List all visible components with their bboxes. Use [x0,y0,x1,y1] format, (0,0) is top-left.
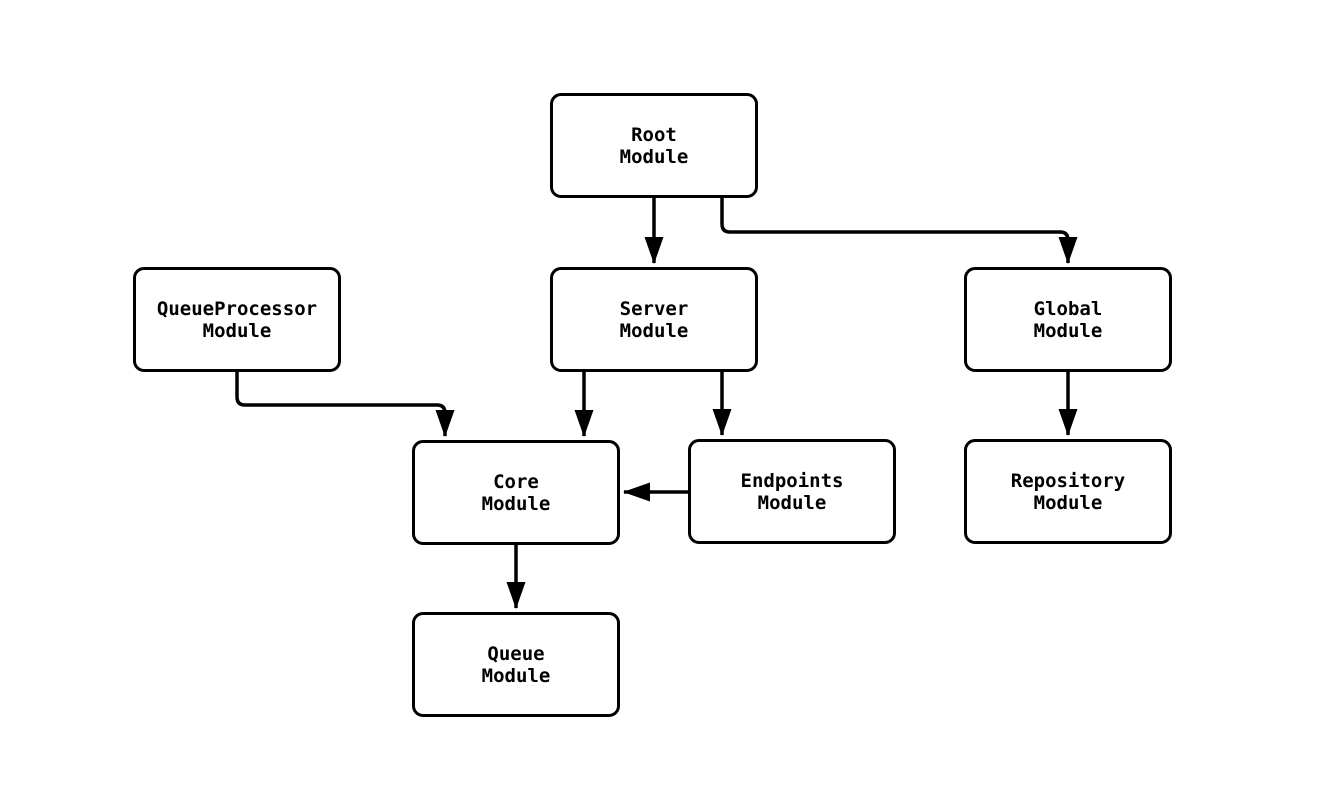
node-root-module-label-line1: Root [631,123,677,146]
node-core-module-label-line1: Core [493,470,539,493]
node-endpoints-module: Endpoints Module [688,439,896,544]
node-core-module: Core Module [412,440,620,545]
node-endpoints-module-label-line1: Endpoints [740,469,844,492]
node-core-module-label-line2: Module [481,492,551,515]
node-repository-module-label-line1: Repository [1010,469,1126,492]
node-root-module: Root Module [550,93,758,198]
node-queueprocessor-module: QueueProcessor Module [133,267,341,372]
node-repository-module-label-line2: Module [1033,491,1103,514]
node-queue-module: Queue Module [412,612,620,717]
node-global-module: Global Module [964,267,1172,372]
node-server-module: Server Module [550,267,758,372]
node-queue-module-label-line1: Queue [487,642,545,665]
edge-root-to-global [720,198,1078,264]
node-global-module-label-line1: Global [1033,297,1103,320]
node-queue-module-label-line2: Module [481,664,551,687]
edge-queueprocessor-to-core [235,372,455,437]
node-repository-module: Repository Module [964,439,1172,544]
node-global-module-label-line2: Module [1033,319,1103,342]
node-queueprocessor-module-label-line2: Module [202,319,272,342]
node-root-module-label-line2: Module [619,145,689,168]
node-queueprocessor-module-label-line1: QueueProcessor [156,297,318,320]
node-endpoints-module-label-line2: Module [757,491,827,514]
node-server-module-label-line2: Module [619,319,689,342]
node-server-module-label-line1: Server [619,297,689,320]
